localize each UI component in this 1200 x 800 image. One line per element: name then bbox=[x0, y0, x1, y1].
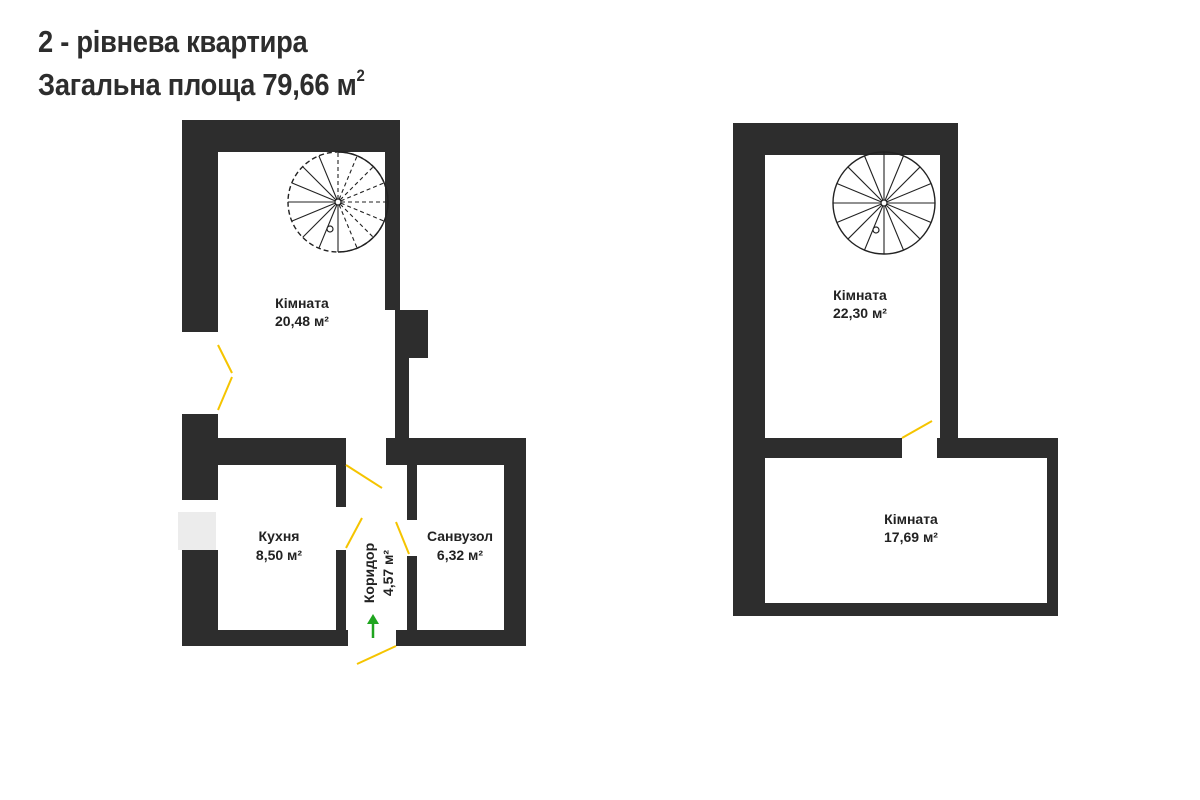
entrance-door bbox=[356, 645, 397, 665]
room-label-corridor: Коридор 4,57 м² bbox=[361, 543, 396, 603]
level-2-walls bbox=[733, 123, 1058, 616]
room-area: 17,69 м² bbox=[884, 529, 938, 545]
total-area-text: Загальна площа 79,66 м bbox=[38, 67, 357, 102]
level-2-plan: Кімната 22,30 м² Кімната 17,69 м² bbox=[733, 123, 1058, 616]
room-label-kitchen: Кухня 8,50 м² bbox=[256, 528, 302, 563]
spiral-staircase-icon bbox=[287, 151, 389, 253]
level-1-plan: Кімната 20,48 м² Кухня 8,50 м² Коридор 4… bbox=[178, 120, 526, 665]
room-door bbox=[345, 464, 383, 489]
upper-room-door bbox=[901, 420, 933, 439]
room-area: 6,32 м² bbox=[437, 547, 483, 563]
kitchen-window bbox=[178, 512, 216, 550]
room-label-upper-room: Кімната 22,30 м² bbox=[833, 287, 887, 321]
balcony-door-upper bbox=[217, 344, 233, 374]
room-area: 20,48 м² bbox=[275, 313, 329, 329]
level-1-doors bbox=[217, 344, 410, 665]
area-unit-superscript: 2 bbox=[356, 66, 365, 85]
level-1-walls bbox=[182, 120, 526, 646]
room-name: Кухня bbox=[259, 528, 300, 544]
room-area: 4,57 м² bbox=[380, 550, 396, 596]
room-name: Коридор bbox=[361, 543, 377, 603]
room-area: 22,30 м² bbox=[833, 305, 887, 321]
kitchen-door bbox=[345, 517, 363, 549]
room-label-lower-room: Кімната 17,69 м² bbox=[884, 511, 938, 545]
room-name: Кімната bbox=[884, 511, 938, 527]
apartment-type-title: 2 - рівнева квартира bbox=[38, 24, 308, 59]
room-name: Кімната bbox=[833, 287, 887, 303]
room-label-bathroom: Санвузол 6,32 м² bbox=[427, 528, 493, 563]
balcony-door-lower bbox=[217, 376, 233, 411]
arrow-up-icon bbox=[367, 614, 379, 638]
room-name: Санвузол bbox=[427, 528, 493, 544]
bathroom-door bbox=[395, 521, 410, 555]
room-label-living: Кімната 20,48 м² bbox=[275, 295, 329, 329]
spiral-staircase-icon bbox=[832, 151, 936, 255]
room-area: 8,50 м² bbox=[256, 547, 302, 563]
room-name: Кімната bbox=[275, 295, 329, 311]
total-area-title: Загальна площа 79,66 м2 bbox=[38, 66, 365, 103]
